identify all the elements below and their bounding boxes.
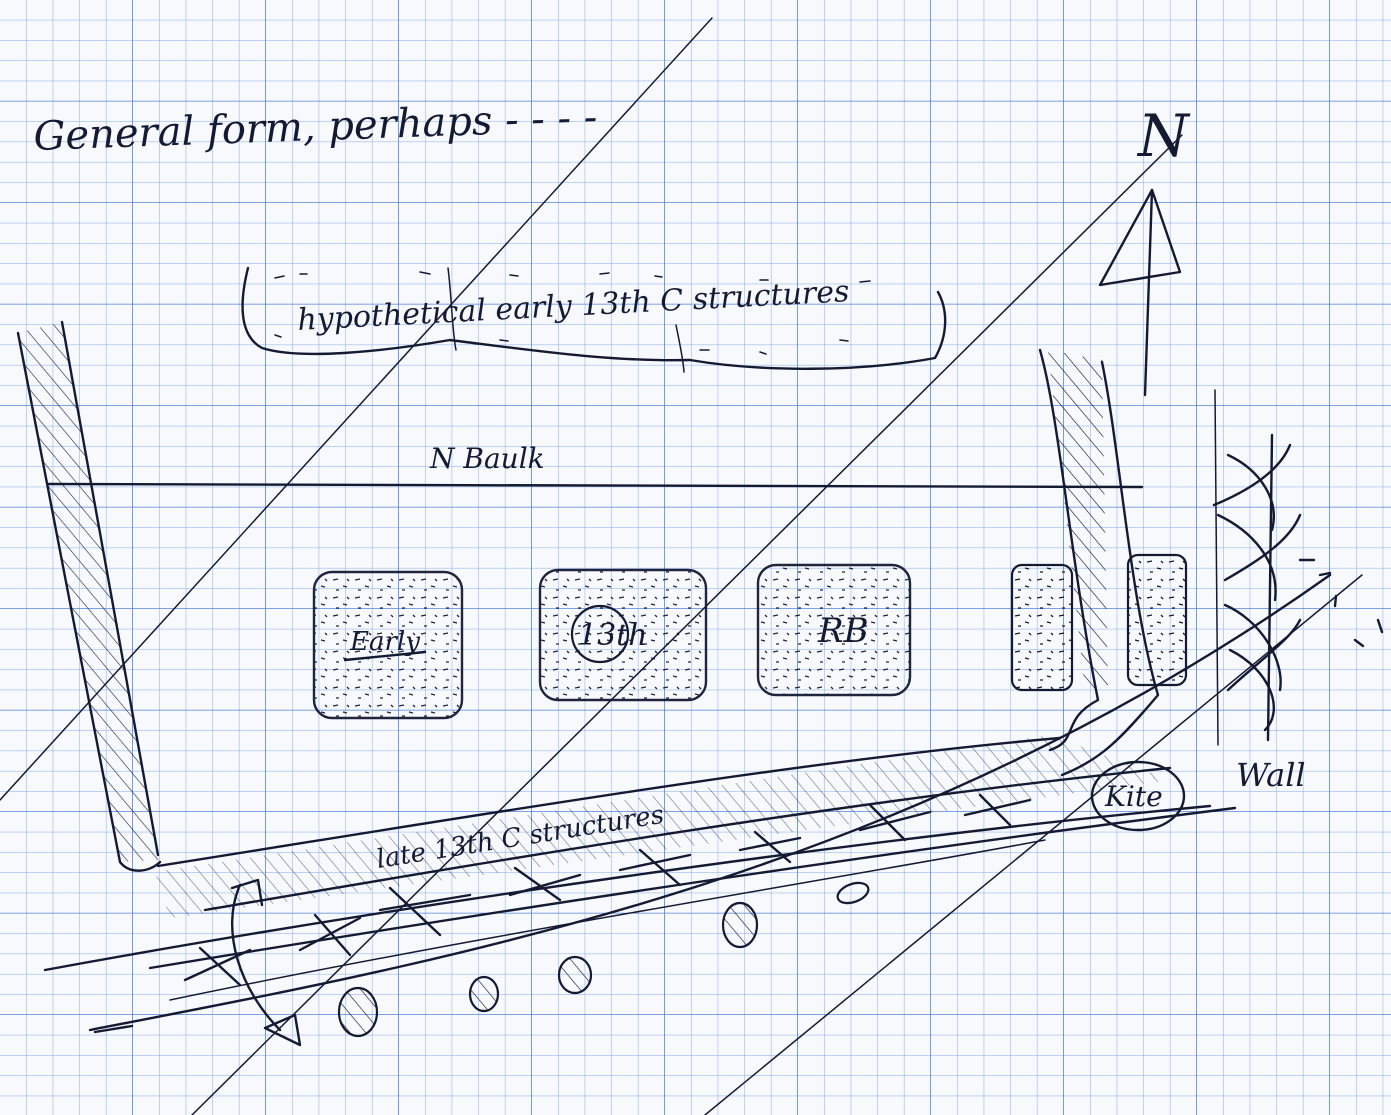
trench-outline [16, 320, 162, 872]
baulk-label: N Baulk [429, 442, 545, 475]
early-label: Early [349, 627, 420, 657]
right-structures [1010, 348, 1219, 777]
thirteenth-label: 13th [578, 618, 648, 653]
cross-markings [183, 793, 1032, 987]
late-structures-band [43, 573, 1332, 1032]
kite-circle [1090, 760, 1186, 832]
wall-label: Wall [1236, 756, 1306, 794]
north-label: N [1136, 102, 1191, 170]
early-box [312, 570, 464, 720]
wall-timbers [1212, 433, 1384, 742]
baulk-line [46, 482, 1144, 489]
post-holes [337, 881, 870, 1038]
rb-box [756, 563, 912, 697]
rotation-arrow [93, 878, 302, 1047]
rb-label: RB [817, 611, 869, 651]
thirteenth-box [538, 568, 708, 702]
hypothetical-structures-outline [241, 266, 947, 373]
kite-label: Kite [1104, 780, 1163, 813]
